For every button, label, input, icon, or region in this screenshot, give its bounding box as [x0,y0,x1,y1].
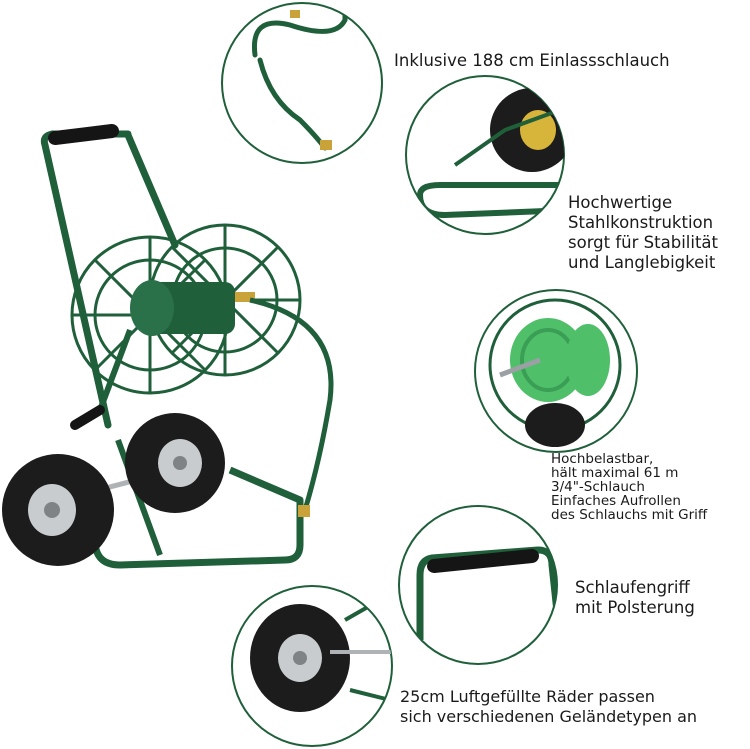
detail-circle-wheel [231,585,393,747]
caption-steel-construction: Hochwertige Stahlkonstruktion sorgt für … [568,193,718,272]
cart-base-frame [91,466,304,569]
caption-pneumatic-wheels: 25cm Luftgefüllte Räder passen sich vers… [400,687,698,726]
detail-circle-reel [474,289,638,453]
crank-handle-icon [97,328,133,412]
caption-inlet-hose: Inklusive 188 cm Einlassschlauch [394,51,670,70]
caption-capacity: Hochbelastbar, hält maximal 61 m 3/4"-Sc… [551,451,708,523]
front-wheel-icon [2,454,114,566]
cart-handle-grip-icon [48,124,119,145]
caption-loop-grip: Schlaufengriff mit Polsterung [575,578,695,617]
inlet-hose [249,297,334,511]
rear-wheel-icon [125,413,225,513]
hose-reel-cart [2,124,334,569]
detail-circle-steel-frame [405,75,565,235]
detail-circle-hose [221,2,383,164]
detail-circle-handle-grip [398,505,558,665]
